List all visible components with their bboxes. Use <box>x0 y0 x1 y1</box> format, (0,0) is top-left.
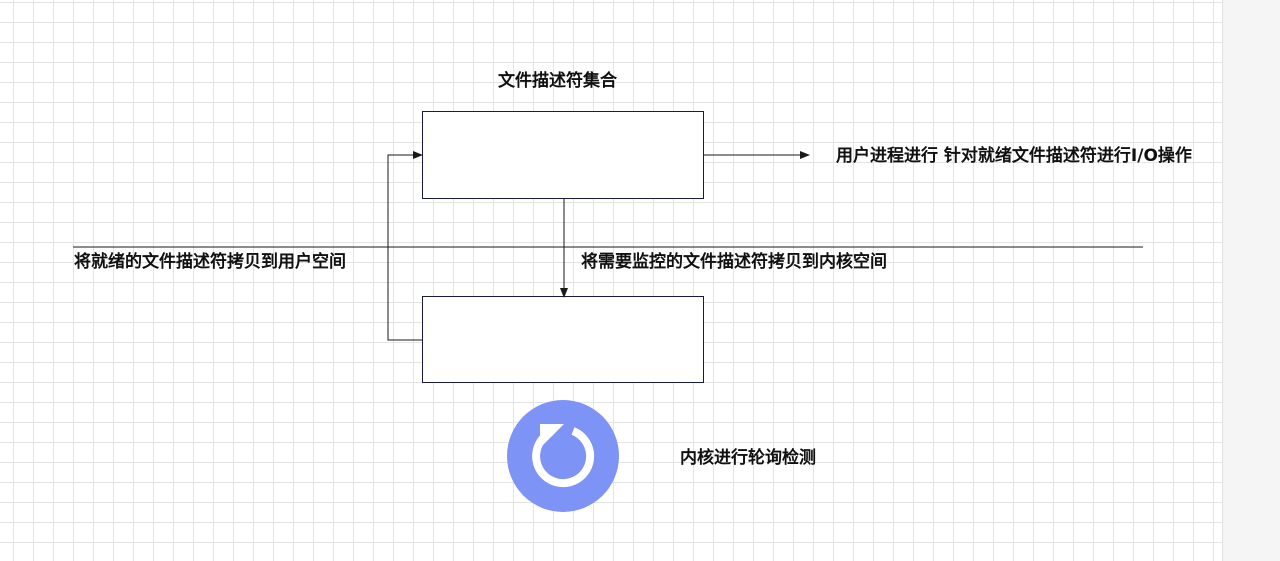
kernel-poll-label: 内核进行轮询检测 <box>680 448 816 468</box>
scrollbar-strip[interactable] <box>1222 0 1280 561</box>
kernel-space-box[interactable] <box>422 296 704 383</box>
copy-to-kernel-label: 将需要监控的文件描述符拷贝到内核空间 <box>581 252 887 272</box>
user-io-label: 用户进程进行 针对就绪文件描述符进行I/O操作 <box>836 146 1192 166</box>
refresh-icon-glyph <box>532 424 595 488</box>
copy-to-user-label: 将就绪的文件描述符拷贝到用户空间 <box>74 252 346 272</box>
fd-set-title: 文件描述符集合 <box>498 71 617 91</box>
diagram-canvas: 文件描述符集合 用户进程进行 针对就绪文件描述符进行I/O操作 将就绪的文件描述… <box>0 0 1222 561</box>
user-space-box[interactable] <box>422 111 704 199</box>
refresh-icon[interactable] <box>507 400 619 512</box>
